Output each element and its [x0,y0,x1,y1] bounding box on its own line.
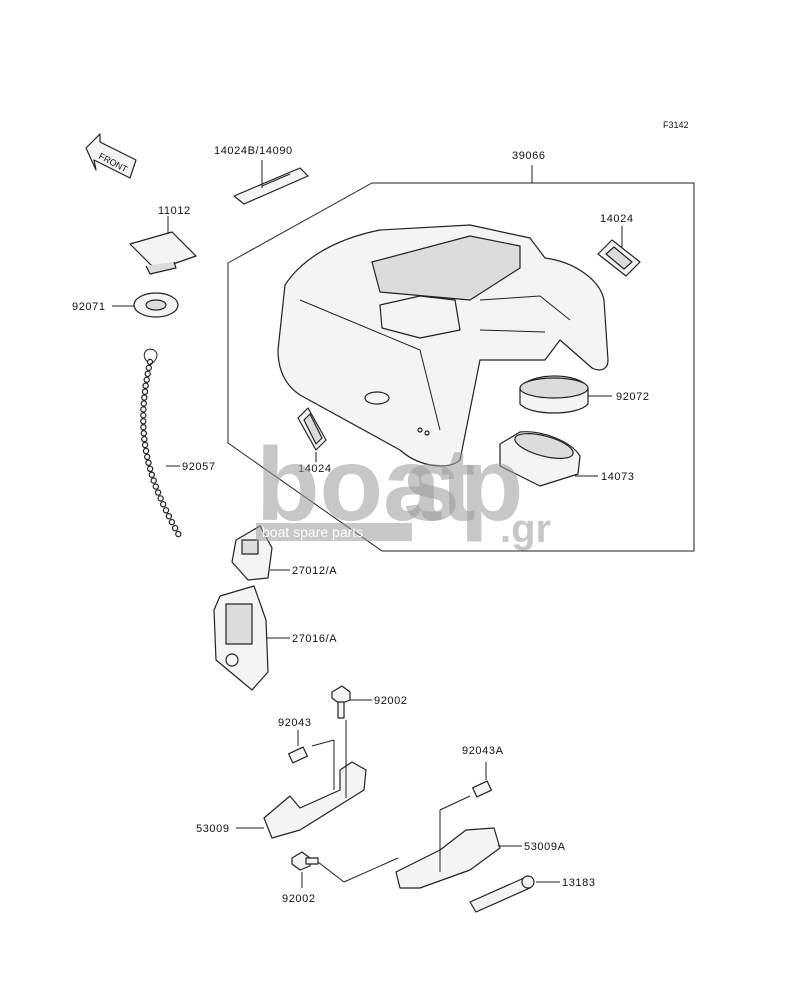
label-39066: 39066 [512,150,546,162]
watermark-brand-right: sp [402,427,523,543]
chain-bead [140,406,147,413]
grommet-top-part [597,239,641,277]
cap-part [129,231,197,275]
leader-lines [112,160,623,888]
watermark-tagline: boat spare parts [262,524,363,540]
chain-bead [157,495,164,502]
chain-bead [150,477,157,484]
chain-bead [145,459,152,466]
label-14024-top: 14024 [600,213,634,225]
duct-part [499,431,581,487]
label-14073: 14073 [601,471,635,483]
chain-part [140,348,182,538]
chain-bead [145,364,152,372]
label-14024b: 14024B/14090 [214,145,293,157]
band-part [519,375,589,414]
chain-bead [148,471,155,478]
ring-part [133,292,179,318]
watermark-suffix: .gr [500,507,551,551]
label-13183: 13183 [562,877,596,889]
watermark-logo: boat sp .gr boat spare parts [256,427,551,551]
label-92071: 92071 [72,301,106,313]
label-11012: 11012 [158,205,191,217]
label-92043a: 92043A [462,745,504,757]
chain-bead [141,441,149,449]
figure-code: F3142 [663,120,689,130]
seat-cover-part [277,224,609,467]
label-92043: 92043 [278,717,312,729]
chain-bead [159,501,167,508]
label-92002-top: 92002 [374,695,408,707]
bracket-a-part [395,827,501,889]
chain-hook [143,348,158,365]
chain-bead [140,400,147,407]
chain-bead [168,518,176,526]
chain-bead [141,394,148,401]
bolt-top-part [331,685,351,719]
latch-large-part [213,585,269,691]
pin-part [288,746,308,764]
chain-bead [143,453,151,461]
assembly-outline [227,182,695,552]
chain-bead [143,376,150,383]
bolt-bottom-part [291,851,319,871]
label-27012: 27012/A [292,565,337,577]
rod-part [469,875,535,913]
front-arrow-icon: FRONT [85,133,137,179]
chain-bead [162,507,170,514]
chain-bead [140,412,147,419]
chain-bead [141,435,148,443]
chain-bead [140,424,147,431]
label-92057: 92057 [182,461,216,473]
chain-bead [146,465,154,472]
chain-bead [140,418,147,425]
chain-bead [142,447,150,455]
bracket-part [263,761,367,839]
label-53009a: 53009A [524,841,566,853]
label-53009: 53009 [196,823,230,835]
chain-bead [144,370,151,378]
chain-bead [171,524,179,532]
pin-a-part [472,780,492,798]
chain-bead [152,483,159,490]
strip-part [233,167,309,205]
chain-bead [141,388,149,395]
chain-bead [154,489,162,496]
label-14024-mid: 14024 [298,463,332,475]
label-92002-bot: 92002 [282,893,316,905]
chain-bead [165,513,173,520]
label-92072: 92072 [616,391,650,403]
chain-bead [140,430,147,437]
chain-bead [142,382,149,389]
label-27016: 27016/A [292,633,337,645]
chain-bead [175,530,182,538]
grommet-mid-part [297,407,327,451]
